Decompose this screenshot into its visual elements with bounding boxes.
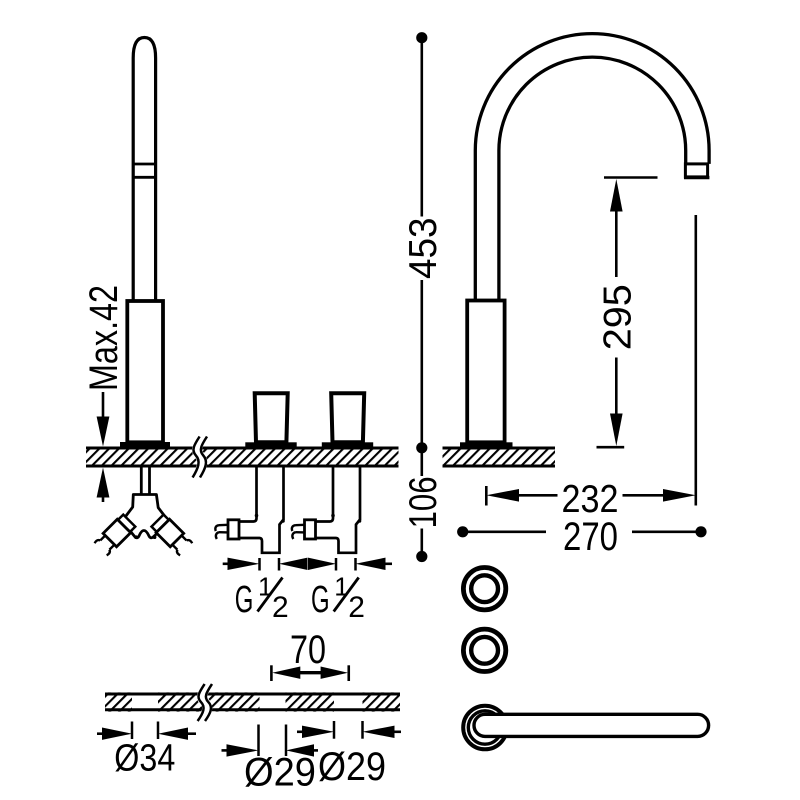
svg-text:Ø34: Ø34 xyxy=(114,738,175,780)
svg-text:Max.42: Max.42 xyxy=(82,285,126,391)
svg-text:295: 295 xyxy=(596,284,639,350)
svg-text:Ø29: Ø29 xyxy=(318,745,386,789)
svg-text:70: 70 xyxy=(290,628,326,672)
svg-text:453: 453 xyxy=(402,218,445,279)
svg-text:1: 1 xyxy=(258,571,272,601)
svg-text:Ø29: Ø29 xyxy=(244,751,316,795)
svg-text:270: 270 xyxy=(563,515,618,559)
svg-text:2: 2 xyxy=(272,591,289,624)
svg-text:G: G xyxy=(235,579,254,621)
svg-text:232: 232 xyxy=(562,478,619,521)
svg-text:106: 106 xyxy=(402,476,445,528)
